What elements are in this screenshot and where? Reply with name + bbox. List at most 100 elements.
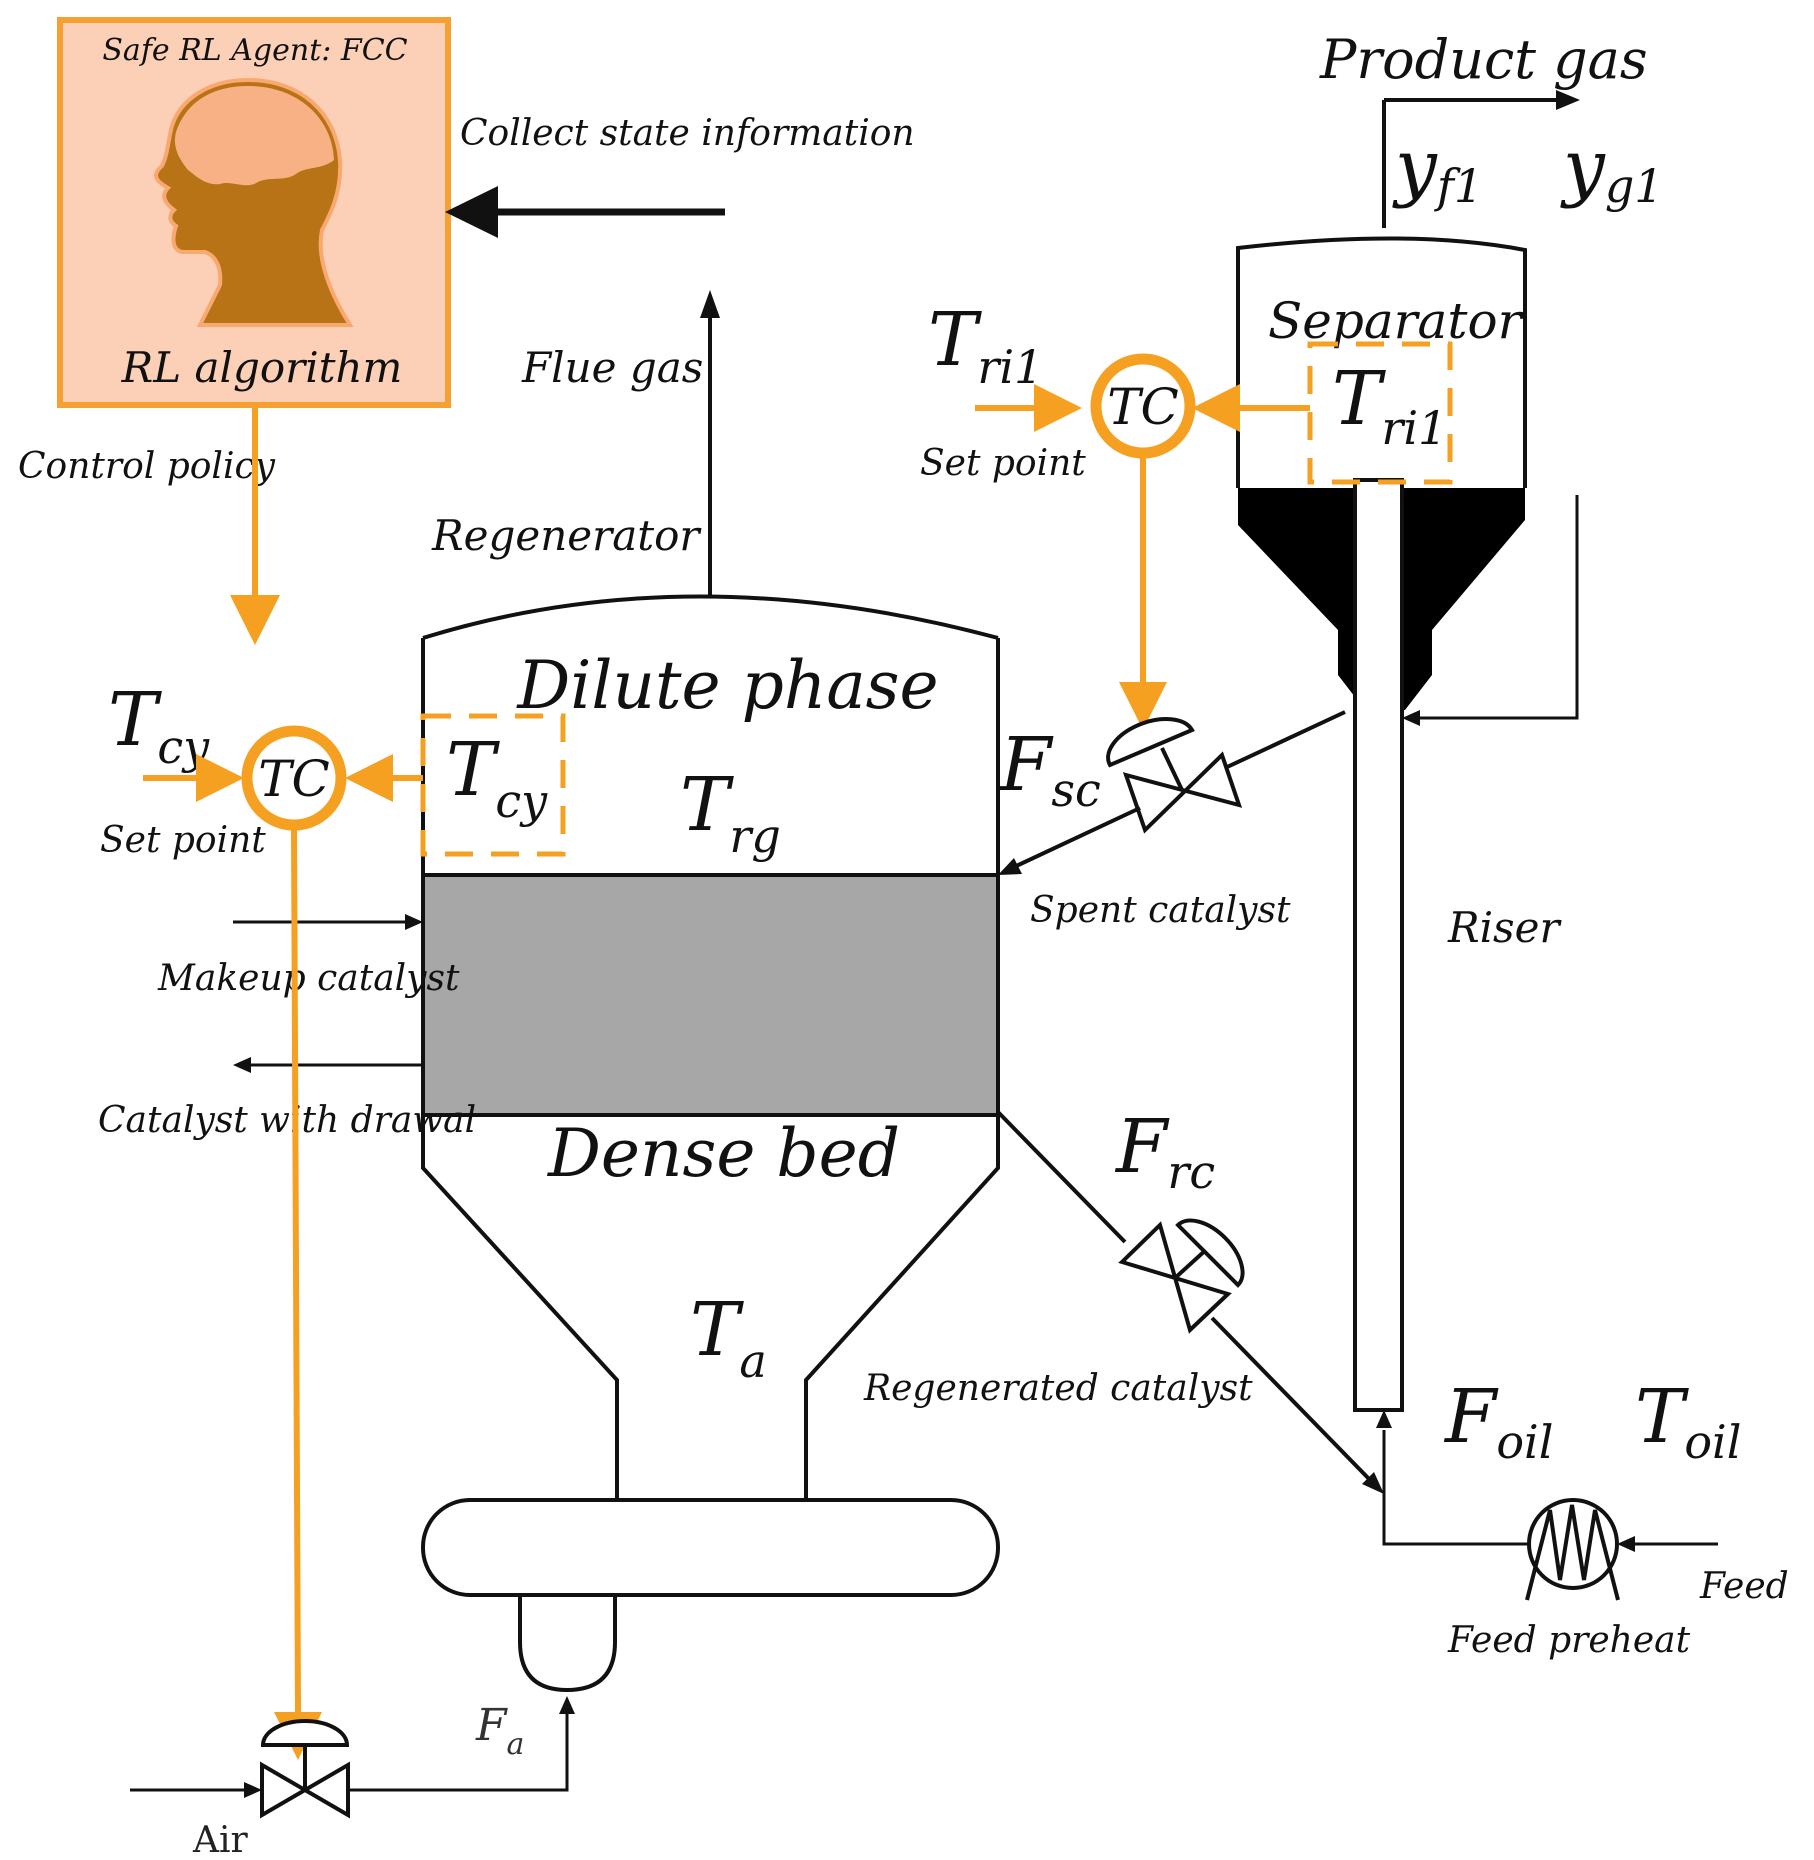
control-policy-label: Control policy: [18, 446, 276, 487]
T-cy-sensor-symbol: Tcy: [446, 727, 548, 828]
tc-left-output-line: [291, 825, 301, 1713]
F-a-base: F: [475, 1700, 508, 1751]
setpoint-right-arrowhead: [1034, 384, 1082, 432]
y-f1-base: y: [1392, 124, 1438, 210]
T-a-symbol: Ta: [690, 1287, 767, 1388]
dense-bed-label: Dense bed: [547, 1115, 900, 1192]
regenerated-catalyst-label: Regenerated catalyst: [863, 1368, 1253, 1409]
svg-text:Tcy: Tcy: [108, 677, 210, 774]
y-f1-sub: f1: [1434, 159, 1483, 213]
feed-riser-line: [1382, 1430, 1530, 1546]
brain-icon: [174, 86, 334, 186]
regen-valve-stem: [1173, 1246, 1210, 1280]
separator-top: [1236, 236, 1527, 488]
T-oil-sub: oil: [1684, 1415, 1741, 1469]
y-g1-sub: g1: [1605, 159, 1664, 213]
regenerator-label: Regenerator: [431, 511, 702, 560]
T-rg-base: T: [680, 762, 734, 848]
y-g1-base: y: [1560, 124, 1606, 210]
F-rc-symbol: Frc: [1114, 1104, 1215, 1199]
F-oil-symbol: Foil: [1443, 1374, 1553, 1469]
flue-gas-arrowhead: [700, 290, 720, 318]
tc-left-controller: [241, 725, 347, 831]
agent-caption: RL algorithm: [121, 343, 403, 392]
regenerator-dome: [422, 594, 999, 640]
control-policy-arrowhead: [230, 595, 280, 645]
svg-text:yg1: yg1: [1560, 124, 1664, 213]
T-cy-setpoint-base: T: [108, 677, 162, 763]
product-gas-arrowhead: [1556, 90, 1580, 110]
spent-valve-actuator: [1106, 717, 1195, 768]
y-g1-symbol: yg1: [1560, 124, 1664, 213]
state-arrow-head: [445, 186, 498, 238]
regen-catalyst-line-lower: [1210, 1316, 1374, 1484]
feed-preheat-label: Feed preheat: [1447, 1620, 1691, 1661]
svg-text:Toil: Toil: [1635, 1374, 1741, 1469]
spent-catalyst-valve: [1106, 717, 1243, 834]
air-distributor: [421, 1498, 1000, 1597]
dense-bed-region: [421, 873, 1000, 1117]
T-rg-symbol: Trg: [680, 762, 781, 863]
F-oil-sub: oil: [1496, 1415, 1553, 1469]
air-valve: [260, 1719, 350, 1819]
preheat-coil: [1525, 1504, 1620, 1601]
svg-text:Frc: Frc: [1114, 1104, 1215, 1199]
F-sc-symbol: Fsc: [998, 722, 1101, 817]
F-a-sub: a: [507, 1727, 525, 1762]
regenerator-cone: [421, 1115, 1000, 1500]
feedback-left-arrowhead: [345, 754, 393, 802]
feed-label: Feed: [1699, 1566, 1789, 1607]
air-label: Air: [192, 1820, 249, 1860]
dilute-phase-label: Dilute phase: [516, 647, 938, 724]
F-a-symbol: Fa: [475, 1700, 524, 1762]
F-sc-base: F: [998, 722, 1054, 808]
svg-text:Fsc: Fsc: [998, 722, 1101, 817]
regen-catalyst-arrowhead: [1362, 1472, 1384, 1494]
svg-text:Ta: Ta: [690, 1287, 767, 1388]
feed-riser-arrowhead: [1376, 1410, 1392, 1428]
regen-valve-actuator: [1175, 1218, 1245, 1288]
T-rg-sub: rg: [729, 809, 780, 863]
separator-return-line: [1420, 495, 1579, 720]
T-oil-base: T: [1635, 1374, 1689, 1460]
set-point-right-label: Set point: [920, 443, 1086, 484]
withdrawal-arrowhead: [233, 1057, 251, 1073]
T-cy-sensor-box: [420, 713, 566, 857]
T-ri1-setpoint-sub: ri1: [977, 340, 1043, 394]
spent-catalyst-line-upper: [1224, 710, 1346, 770]
T-a-base: T: [690, 1287, 744, 1373]
svg-text:Tri1: Tri1: [1332, 356, 1447, 455]
air-inlet-arrowhead: [244, 1782, 262, 1798]
tc-right-output-arrowhead: [1119, 682, 1167, 730]
svg-text:Trg: Trg: [680, 762, 781, 863]
svg-text:Tcy: Tcy: [446, 727, 548, 828]
agent-title: Safe RL Agent: FCC: [102, 33, 407, 68]
separator-return-arrowhead: [1402, 710, 1420, 726]
T-a-sub: a: [739, 1334, 766, 1388]
spent-catalyst-line-lower: [1011, 806, 1141, 870]
set-point-left-label: Set point: [100, 820, 266, 861]
y-f1-symbol: yf1: [1392, 124, 1483, 213]
feedback-right-arrowhead: [1192, 384, 1240, 432]
T-ri1-setpoint-symbol: Tri1: [928, 297, 1043, 394]
T-ri1-sensor-box: [1307, 341, 1453, 485]
regenerated-catalyst-valve: [1118, 1218, 1245, 1334]
svg-text:Fa: Fa: [475, 1700, 524, 1762]
spent-catalyst-arrowhead: [998, 858, 1022, 875]
T-cy-setpoint-symbol: Tcy: [108, 677, 210, 774]
regen-catalyst-line-upper: [996, 1110, 1127, 1244]
T-cy-sensor-sub: cy: [495, 774, 548, 828]
T-oil-symbol: Toil: [1635, 1374, 1741, 1469]
T-ri1-sensor-sub: ri1: [1381, 401, 1447, 455]
F-rc-sub: rc: [1167, 1145, 1215, 1199]
air-feed-arrowhead: [559, 1696, 575, 1714]
spent-valve-stem: [1160, 747, 1184, 791]
svg-text:Foil: Foil: [1443, 1374, 1553, 1469]
svg-text:yf1: yf1: [1392, 124, 1483, 213]
svg-text:Tri1: Tri1: [928, 297, 1043, 394]
F-rc-base: F: [1114, 1104, 1170, 1190]
feed-preheat-exchanger: [1525, 1498, 1620, 1601]
tc-right-label: TC: [1107, 378, 1179, 436]
catalyst-withdrawal-label: Catalyst with drawal: [98, 1100, 476, 1141]
